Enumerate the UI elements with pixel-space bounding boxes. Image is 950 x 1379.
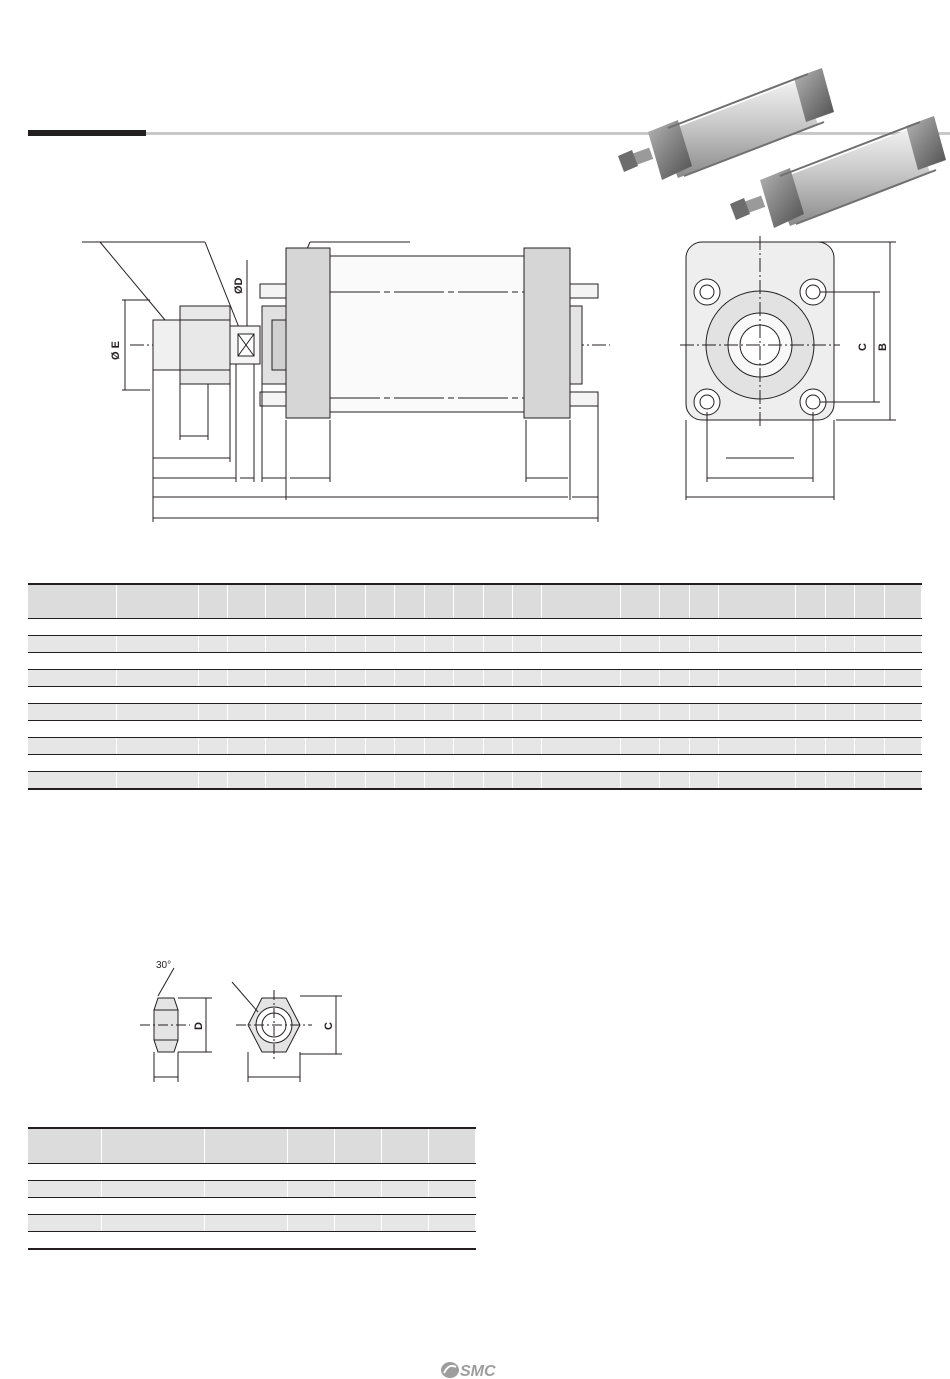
label-angle: 30° xyxy=(156,960,171,971)
dimension-table xyxy=(28,583,923,790)
label-phi-e: Ø E xyxy=(110,341,122,360)
label-dim-b: B xyxy=(877,343,889,351)
header-rule xyxy=(28,130,950,136)
table-row xyxy=(28,1180,476,1198)
smc-logo-text: SMC xyxy=(460,1363,496,1379)
table-row xyxy=(28,1197,476,1215)
table-row xyxy=(28,1214,476,1232)
table-header-row xyxy=(28,583,923,619)
table-row xyxy=(28,618,923,636)
label-dim-c: C xyxy=(857,343,869,351)
table-row xyxy=(28,1163,476,1181)
table-header-row xyxy=(28,1127,476,1164)
rod-end-nut-drawing: 30° D C xyxy=(140,960,342,1082)
table-row xyxy=(28,1231,476,1250)
nut-dimension-table xyxy=(28,1127,476,1250)
table-row xyxy=(28,754,923,772)
label-phi-d: ØD xyxy=(233,277,245,294)
product-photo xyxy=(618,68,946,228)
table-row xyxy=(28,771,923,790)
table-row xyxy=(28,737,923,755)
smc-logo: SMC xyxy=(441,1362,496,1379)
header-rule-accent xyxy=(28,130,146,136)
header-rule-line xyxy=(146,132,950,135)
table-row xyxy=(28,720,923,738)
table-row xyxy=(28,686,923,704)
table-row xyxy=(28,652,923,670)
table-row xyxy=(28,635,923,653)
table-row xyxy=(28,669,923,687)
label-nut-c: C xyxy=(323,1022,335,1030)
label-nut-d: D xyxy=(193,1022,205,1030)
cylinder-dimension-drawing: Ø E ØD C B xyxy=(82,236,896,522)
table-row xyxy=(28,703,923,721)
